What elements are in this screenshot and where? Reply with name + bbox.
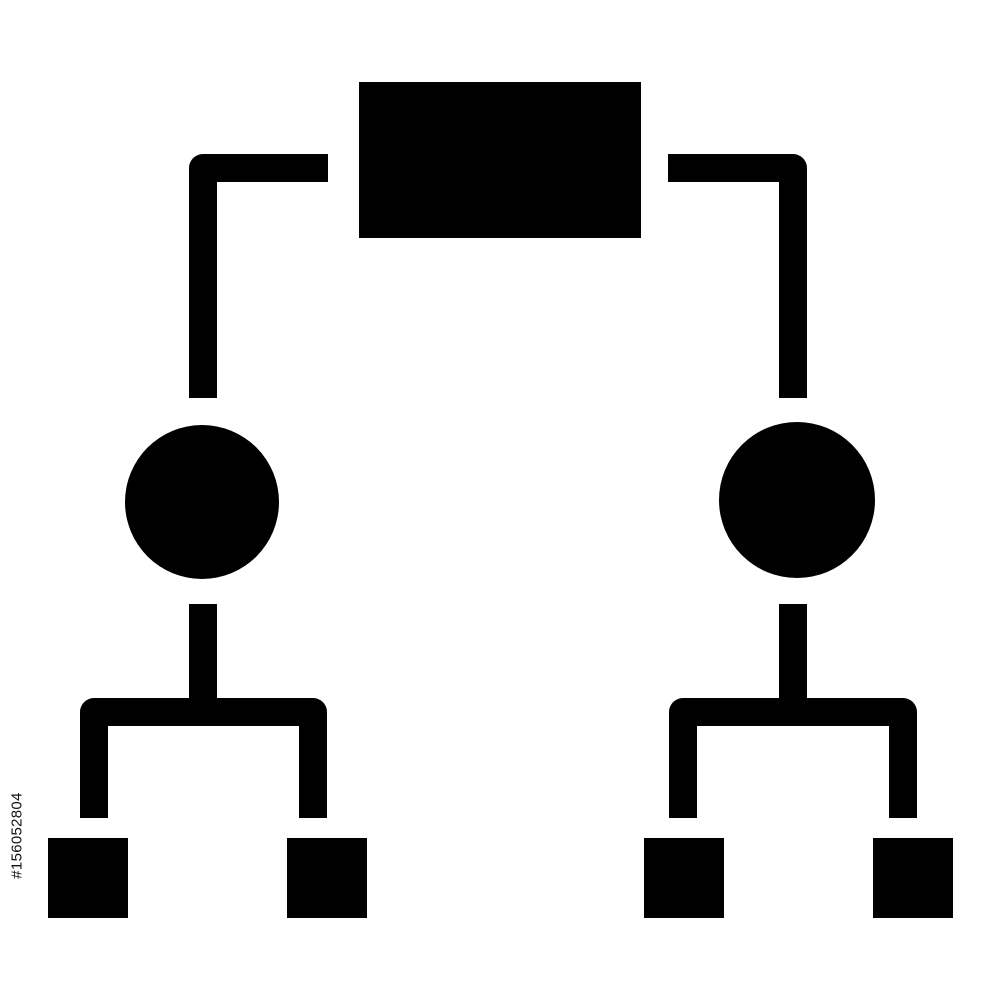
left-upper-connector — [189, 154, 328, 398]
root-node — [359, 82, 641, 238]
stock-id-text: #156052804 — [8, 791, 26, 879]
right-branch-node — [719, 422, 875, 578]
leaf-node-1 — [48, 838, 128, 918]
leaf-node-4 — [873, 838, 953, 918]
stock-id-label: #156052804 — [0, 750, 34, 920]
left-branch-node — [125, 425, 279, 579]
leaf-node-3 — [644, 838, 724, 918]
leaf-node-2 — [287, 838, 367, 918]
right-upper-connector — [668, 154, 807, 398]
left-lower-bracket — [80, 698, 327, 818]
right-lower-bracket — [669, 698, 917, 818]
